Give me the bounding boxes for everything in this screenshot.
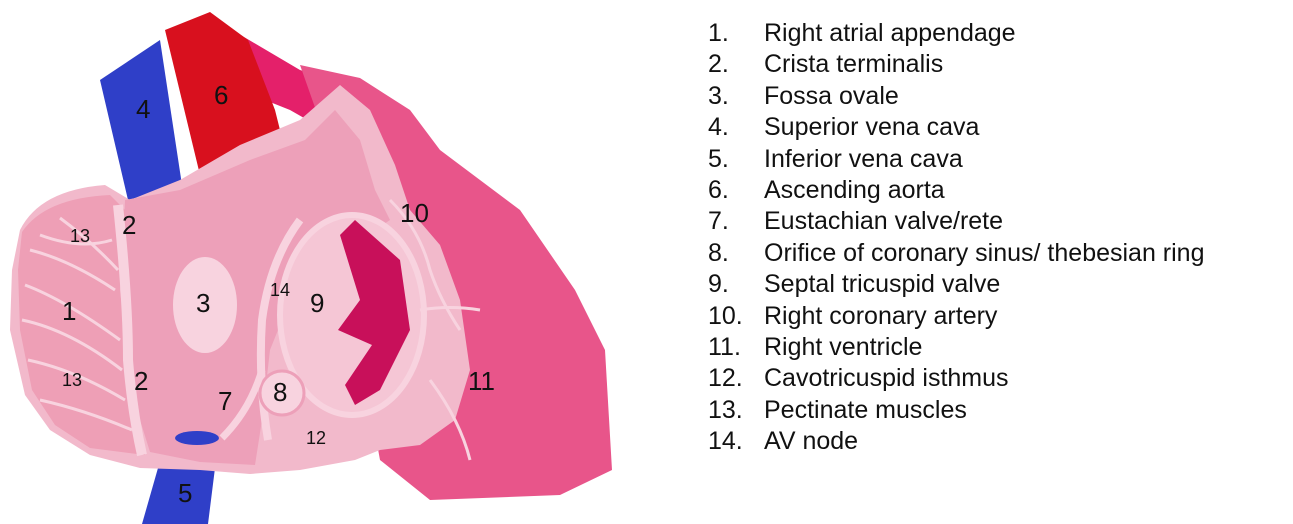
label-10: 10	[400, 198, 429, 228]
label-2-upper: 2	[122, 210, 136, 240]
legend-number: 6.	[708, 175, 764, 206]
label-12: 12	[306, 428, 326, 448]
label-3: 3	[196, 288, 210, 318]
label-6: 6	[214, 80, 228, 110]
legend-text: Right ventricle	[764, 332, 922, 363]
legend-text: Eustachian valve/rete	[764, 206, 1003, 237]
legend-text: AV node	[764, 426, 858, 457]
legend-item: 7.Eustachian valve/rete	[708, 206, 1205, 237]
legend-number: 9.	[708, 269, 764, 300]
legend-text: Ascending aorta	[764, 175, 945, 206]
legend-text: Inferior vena cava	[764, 144, 963, 175]
legend-number: 8.	[708, 238, 764, 269]
legend-item: 5.Inferior vena cava	[708, 144, 1205, 175]
legend-item: 14.AV node	[708, 426, 1205, 457]
label-5: 5	[178, 478, 192, 508]
legend-text: Crista terminalis	[764, 49, 943, 80]
legend-item: 8.Orifice of coronary sinus/ thebesian r…	[708, 238, 1205, 269]
legend-number: 5.	[708, 144, 764, 175]
label-9: 9	[310, 288, 324, 318]
legend-number: 4.	[708, 112, 764, 143]
legend-number: 12.	[708, 363, 764, 394]
legend-text: Superior vena cava	[764, 112, 979, 143]
legend-item: 4.Superior vena cava	[708, 112, 1205, 143]
legend-number: 7.	[708, 206, 764, 237]
legend-number: 2.	[708, 49, 764, 80]
legend-number: 11.	[708, 332, 764, 363]
legend-number: 14.	[708, 426, 764, 457]
legend-item: 2.Crista terminalis	[708, 49, 1205, 80]
heart-diagram: 1 2 2 3 4 5 6 7 8 9 10 11 12 13 13 14	[0, 0, 660, 524]
label-13-lower: 13	[62, 370, 82, 390]
legend-number: 3.	[708, 81, 764, 112]
label-4: 4	[136, 94, 150, 124]
legend-text: Orifice of coronary sinus/ thebesian rin…	[764, 238, 1205, 269]
label-1: 1	[62, 296, 76, 326]
label-14: 14	[270, 280, 290, 300]
label-8: 8	[273, 377, 287, 407]
legend-item: 12.Cavotricuspid isthmus	[708, 363, 1205, 394]
legend-text: Right coronary artery	[764, 301, 997, 332]
legend-item: 9.Septal tricuspid valve	[708, 269, 1205, 300]
legend-text: Fossa ovale	[764, 81, 899, 112]
legend-item: 6.Ascending aorta	[708, 175, 1205, 206]
label-13-upper: 13	[70, 226, 90, 246]
legend-text: Septal tricuspid valve	[764, 269, 1000, 300]
legend-list: 1.Right atrial appendage 2.Crista termin…	[708, 18, 1205, 458]
legend-item: 13.Pectinate muscles	[708, 395, 1205, 426]
legend-number: 1.	[708, 18, 764, 49]
legend-item: 1.Right atrial appendage	[708, 18, 1205, 49]
legend-number: 13.	[708, 395, 764, 426]
legend-text: Cavotricuspid isthmus	[764, 363, 1009, 394]
label-2-lower: 2	[134, 366, 148, 396]
legend-text: Pectinate muscles	[764, 395, 967, 426]
legend-item: 11.Right ventricle	[708, 332, 1205, 363]
legend-number: 10.	[708, 301, 764, 332]
legend-item: 10.Right coronary artery	[708, 301, 1205, 332]
label-11: 11	[468, 366, 495, 396]
legend-item: 3.Fossa ovale	[708, 81, 1205, 112]
label-7: 7	[218, 386, 232, 416]
ivc-orifice	[175, 431, 219, 445]
legend-text: Right atrial appendage	[764, 18, 1016, 49]
